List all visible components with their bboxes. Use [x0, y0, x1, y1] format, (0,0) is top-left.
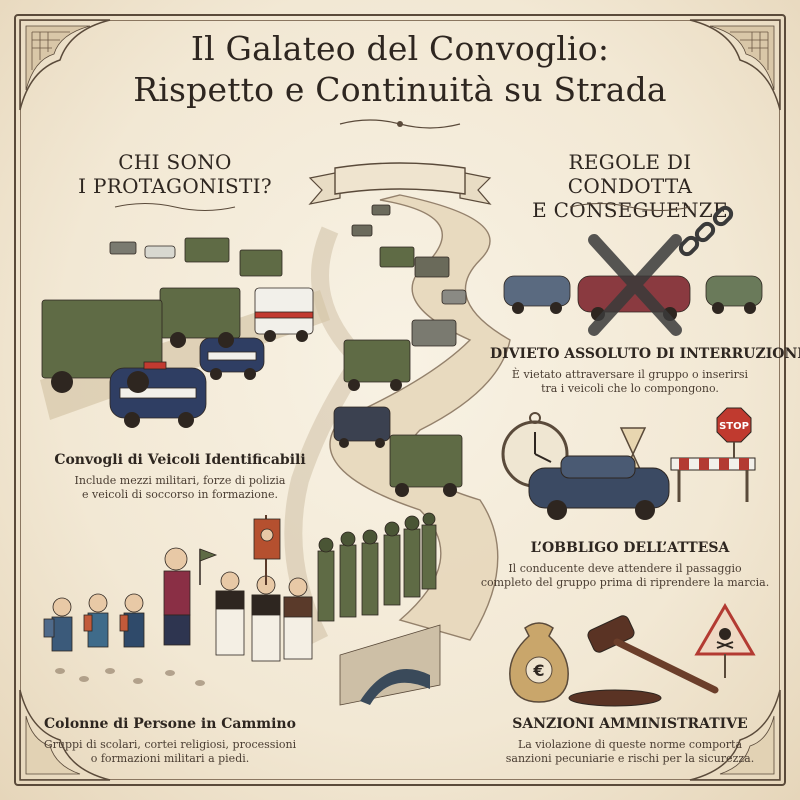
left-block1-title: Convogli di Veicoli Identificabili — [45, 452, 315, 468]
left-block2-body-line-1: Gruppi di scolari, cortei religiosi, pro… — [40, 738, 300, 752]
wait-obligation-illustration: STOP — [495, 398, 765, 533]
left-block2-body: Gruppi di scolari, cortei religiosi, pro… — [40, 738, 300, 766]
right-block1-body-line-1: È vietato attraversare il gruppo o inser… — [490, 368, 770, 382]
right-block3-body: La violazione di queste norme comporta s… — [480, 738, 780, 766]
convoy-on-road — [330, 195, 490, 505]
right-block3-body-line-1: La violazione di queste norme comporta — [480, 738, 780, 752]
right-block2-body: Il conducente deve attendere il passaggi… — [470, 562, 780, 590]
right-block2-body-line-2: completo del gruppo prima di riprendere … — [470, 576, 780, 590]
right-block1-body-line-2: tra i veicoli che lo compongono. — [490, 382, 770, 396]
sanctions-illustration: € — [505, 598, 765, 708]
left-block1-body: Include mezzi militari, forze di polizia… — [45, 474, 315, 502]
right-block2-body-line-1: Il conducente deve attendere il passaggi… — [470, 562, 780, 576]
euro-symbol: € — [532, 661, 544, 680]
right-block2-title: L’OBBLIGO DELL’ATTESA — [490, 540, 770, 556]
right-block1-body: È vietato attraversare il gruppo o inser… — [490, 368, 770, 396]
left-block1-body-line-2: e veicoli di soccorso in formazione. — [45, 488, 315, 502]
stop-sign-text: STOP — [719, 421, 749, 432]
right-block3-body-line-2: sanzioni pecuniarie e rischi per la sicu… — [480, 752, 780, 766]
left-block2-title: Colonne di Persone in Cammino — [40, 716, 300, 732]
vehicle-convoy-illustration — [40, 230, 330, 430]
pedestrian-columns-illustration — [40, 505, 440, 705]
right-block1-title: DIVIETO ASSOLUTO DI INTERRUZIONE — [490, 346, 770, 362]
no-interruption-illustration — [500, 210, 770, 340]
left-block1-body-line-1: Include mezzi militari, forze di polizia — [45, 474, 315, 488]
left-block2-body-line-2: o formazioni militari a piedi. — [40, 752, 300, 766]
right-block3-title: SANZIONI AMMINISTRATIVE — [490, 716, 770, 732]
